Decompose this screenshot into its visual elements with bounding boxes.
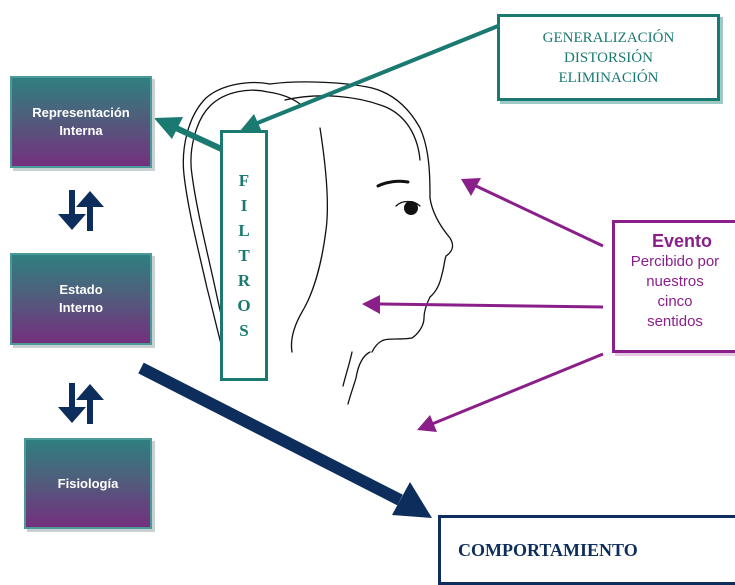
- filtros-letter: R: [237, 271, 251, 290]
- estado-interno-label: Estado Interno: [58, 282, 104, 315]
- fisiologia-box: Fisiología: [24, 438, 152, 529]
- arrow-pair-upper: [58, 190, 104, 231]
- evento-box: Evento Percibido por nuestros cinco sent…: [612, 220, 735, 353]
- eliminacion-label: ELIMINACIÓN: [558, 69, 659, 86]
- estado-interno-box: Estado Interno: [10, 253, 152, 345]
- eye-icon: [404, 201, 418, 215]
- arrow-evento-to-mouth: [362, 295, 604, 314]
- fisiologia-label: Fisiología: [57, 475, 119, 491]
- evento-title: Evento: [651, 231, 712, 251]
- generalizacion-box: GENERALIZACIÓN DISTORSIÓN ELIMINACIÓN: [497, 14, 720, 101]
- arrow-generalizacion-to-filtros: [240, 22, 504, 132]
- filtros-letter: T: [238, 246, 250, 265]
- arrow-filtros-to-representacion: [154, 117, 230, 155]
- filtros-letter: S: [239, 321, 249, 340]
- representacion-interna-label: Representación Interna: [32, 105, 130, 138]
- arrow-evento-to-neck: [417, 352, 604, 432]
- evento-description: Percibido por nuestros cinco sentidos: [630, 253, 720, 330]
- arrow-pair-lower: [58, 383, 104, 424]
- comportamiento-label: COMPORTAMIENTO: [458, 540, 638, 560]
- filtros-box: F I L T R O S: [220, 130, 268, 381]
- filtros-letter: I: [240, 196, 248, 215]
- filtros-letter: L: [238, 221, 250, 240]
- generalizacion-label: GENERALIZACIÓN: [542, 29, 675, 46]
- arrow-evento-to-eye: [461, 178, 604, 248]
- comportamiento-box: COMPORTAMIENTO: [438, 515, 735, 585]
- arrow-estado-to-comportamiento: [138, 362, 432, 518]
- representacion-interna-box: Representación Interna: [10, 76, 152, 168]
- head-sketch: [182, 81, 454, 405]
- distorsion-label: DISTORSIÓN: [564, 49, 653, 66]
- filtros-letter: O: [237, 296, 251, 315]
- filtros-letter: F: [238, 171, 250, 190]
